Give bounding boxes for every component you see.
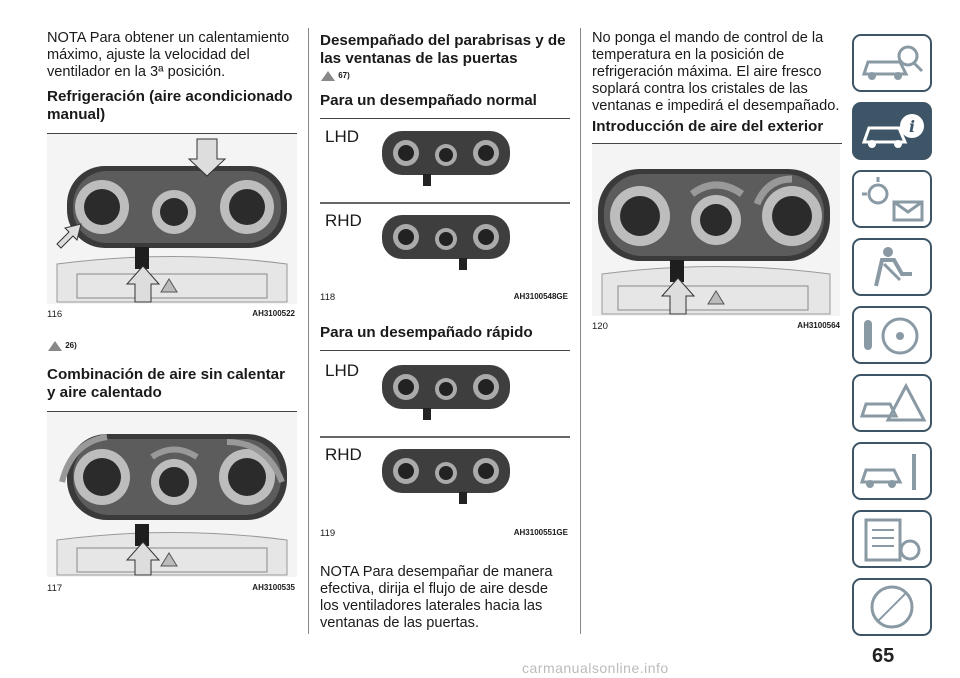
tab-alphabetical-index[interactable] — [852, 578, 932, 636]
tab-steering-wheel[interactable] — [852, 306, 932, 364]
hvac-panel-illustration — [47, 412, 297, 577]
seat-airbag-icon — [874, 247, 912, 287]
heading-combination: Combinación de aire sin calentar y aire … — [47, 366, 286, 401]
steering-wheel-icon — [864, 317, 919, 355]
tab-warning-lights[interactable] — [852, 170, 932, 228]
tab-car-search[interactable] — [852, 34, 932, 92]
figure-code: AH3100535 — [252, 583, 295, 592]
hvac-panel-illustration — [592, 144, 840, 316]
rhd-label: RHD — [325, 445, 362, 464]
car-breakdown-icon — [859, 382, 927, 422]
lhd-label: LHD — [325, 127, 360, 146]
figure-number: 118 — [320, 292, 336, 303]
figure-118: LHD RHD — [320, 118, 570, 287]
lhd-rhd-illustration — [320, 351, 570, 521]
figure-number: 119 — [320, 528, 336, 539]
heading-defrost: Desempañado del parabrisas y de las vent… — [320, 32, 566, 67]
tab-car-service[interactable] — [852, 442, 932, 500]
car-search-icon — [861, 45, 924, 80]
warning-ref-67: 67) — [320, 70, 350, 82]
figure-code: AH3100548GE — [513, 292, 568, 301]
figure-117 — [47, 411, 297, 577]
rhd-label: RHD — [325, 211, 362, 230]
alphabetical-index-icon — [870, 585, 914, 629]
figure-code: AH3100564 — [797, 321, 840, 330]
heading-refrigeration: Refrigeración (aire acondicionado manual… — [47, 88, 293, 123]
text-temperature-warning: No ponga el mando de control de la tempe… — [592, 30, 840, 114]
lhd-label: LHD — [325, 361, 360, 380]
warning-icon — [321, 71, 335, 81]
figure-116 — [47, 133, 297, 304]
tab-car-info[interactable]: i — [852, 102, 932, 160]
specifications-icon — [864, 518, 921, 562]
car-info-icon: i — [861, 114, 924, 148]
warning-ref-26: 26) — [47, 340, 77, 352]
column-divider — [580, 28, 581, 634]
watermark: carmanualsonline.info — [522, 660, 669, 676]
car-service-icon — [859, 454, 916, 490]
note-defrost: NOTA Para desempañar de manera efectiva,… — [320, 564, 553, 631]
hvac-panel-illustration — [47, 134, 297, 304]
figure-code: AH3100551GE — [513, 528, 568, 537]
heading-outside-air: Introducción de aire del exterior — [592, 118, 824, 135]
warning-icon — [48, 341, 62, 351]
note-heating: NOTA Para obtener un calentamiento máxim… — [47, 30, 290, 80]
figure-number: 117 — [47, 583, 63, 594]
heading-fast-defrost: Para un desempañado rápido — [320, 324, 533, 341]
figure-number: 116 — [47, 309, 63, 320]
warning-lights-icon — [862, 177, 924, 222]
figure-119: LHD RHD — [320, 350, 570, 521]
figure-code: AH3100522 — [252, 309, 295, 318]
tab-specifications[interactable] — [852, 510, 932, 568]
lhd-rhd-illustration — [320, 119, 570, 287]
column-divider — [308, 28, 309, 634]
tab-seat-airbag[interactable] — [852, 238, 932, 296]
figure-120 — [592, 143, 842, 316]
svg-text:i: i — [909, 117, 915, 136]
heading-normal-defrost: Para un desempañado normal — [320, 92, 537, 109]
chapter-tabs: i — [852, 34, 932, 646]
page-number: 65 — [872, 645, 895, 667]
tab-car-breakdown[interactable] — [852, 374, 932, 432]
figure-number: 120 — [592, 321, 608, 332]
